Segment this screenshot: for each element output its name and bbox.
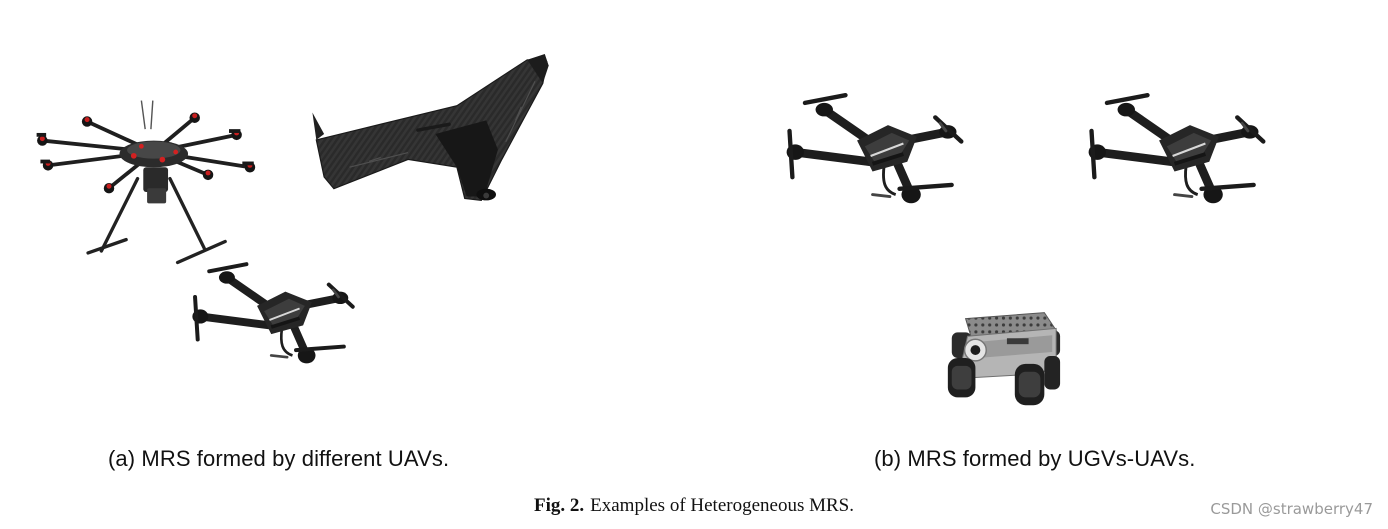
subfigure-a bbox=[0, 0, 694, 430]
watermark: CSDN @strawberry47 bbox=[1210, 500, 1373, 518]
quadcopter-image bbox=[776, 88, 998, 224]
quadcopter-image bbox=[1078, 88, 1300, 224]
subfigure-a-caption: (a) MRS formed by different UAVs. bbox=[108, 446, 450, 471]
subfigure-b-caption: (b) MRS formed by UGVs-UAVs. bbox=[874, 446, 1196, 471]
octocopter-image bbox=[34, 72, 264, 272]
figure-caption: Fig. 2.Examples of Heterogeneous MRS. bbox=[0, 495, 1388, 517]
subfigure-b bbox=[694, 0, 1388, 430]
ground-robot-image bbox=[938, 300, 1066, 410]
figure-label: Fig. 2. bbox=[534, 495, 585, 516]
quadcopter-image bbox=[182, 258, 387, 382]
flying-wing-image bbox=[310, 52, 555, 218]
figure-caption-text: Examples of Heterogeneous MRS. bbox=[590, 495, 854, 516]
